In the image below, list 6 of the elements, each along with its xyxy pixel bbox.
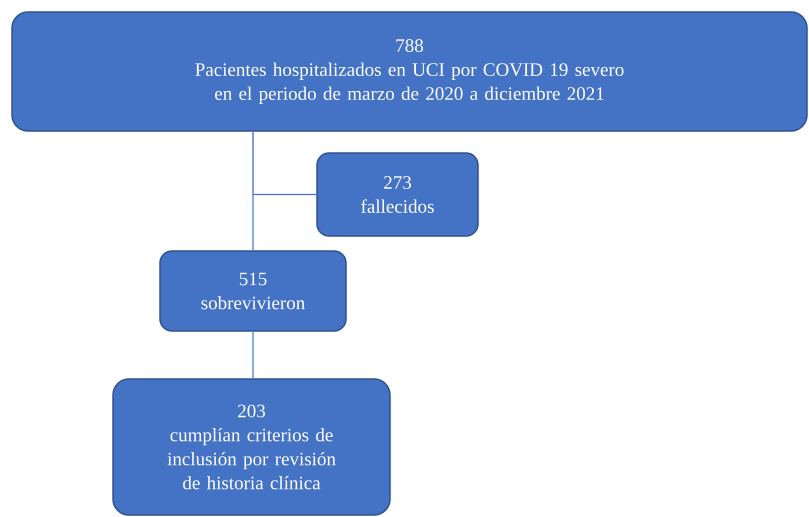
connector-line (252, 332, 254, 378)
process-box: 203 cumplían criterios de inclusión por revisión de historia clínica (112, 378, 391, 516)
process-box: 273 fallecidos (316, 152, 479, 237)
process-box: 788 Pacientes hospitalizados en UCI por COVID 19 severo en el periodo de marzo de 2020 a diciembre 2021 (11, 11, 808, 132)
process-box: 515 sobrevivieron (159, 250, 347, 332)
connector-line (252, 132, 316, 196)
